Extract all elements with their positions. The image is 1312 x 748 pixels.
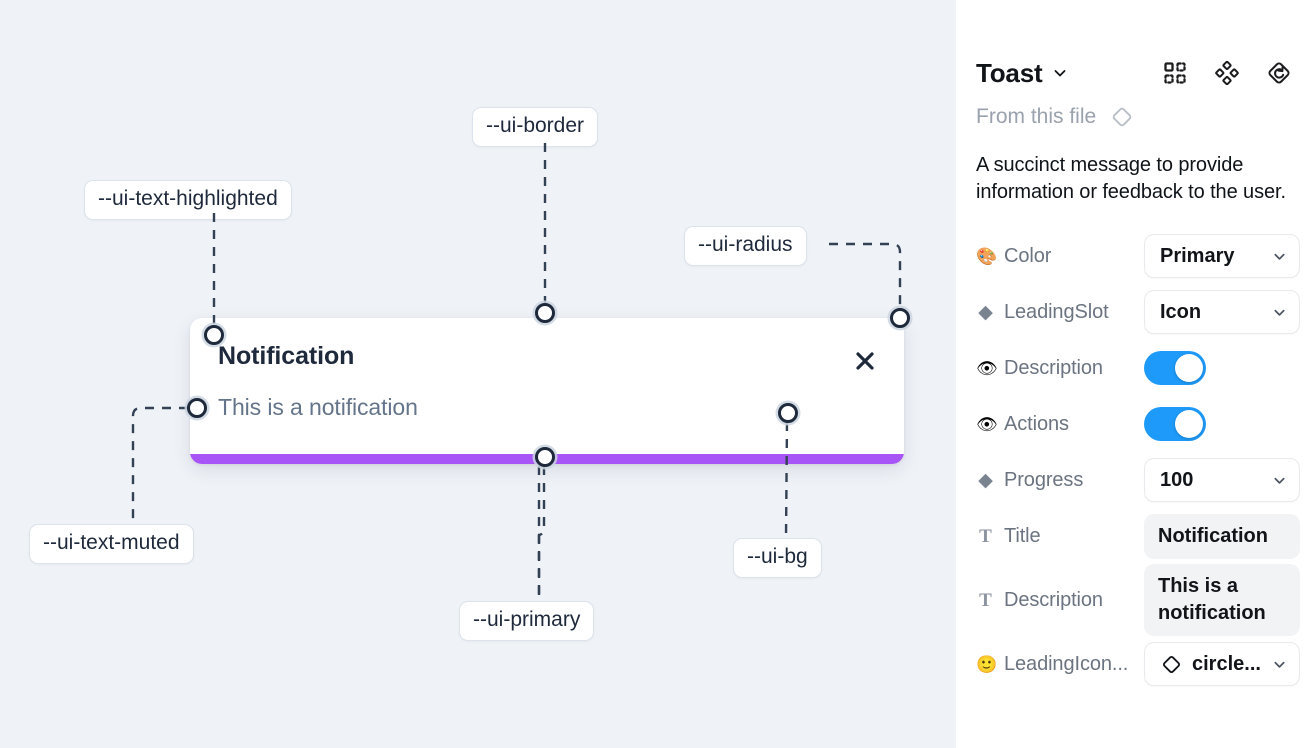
design-canvas[interactable]: Notification This is a notification --ui… bbox=[0, 0, 956, 748]
property-row-description-visible: 👁 Description bbox=[976, 340, 1292, 396]
eye-emoji-icon: 👁 bbox=[976, 358, 998, 378]
leading-icon-select[interactable]: circle... bbox=[1144, 642, 1300, 687]
annotation-node-ui-bg[interactable] bbox=[778, 403, 798, 423]
leading-icon-select-value: circle... bbox=[1192, 652, 1261, 675]
toggle-knob bbox=[1175, 354, 1203, 383]
toggle-knob bbox=[1175, 410, 1203, 439]
reset-instance-icon[interactable] bbox=[1266, 60, 1292, 86]
description-toggle[interactable] bbox=[1144, 351, 1206, 386]
progress-select-value: 100 bbox=[1160, 468, 1194, 491]
annotation-chip-ui-text-muted[interactable]: --ui-text-muted bbox=[29, 524, 194, 565]
annotation-node-ui-text-muted[interactable] bbox=[187, 398, 207, 418]
property-row-title: T Title Notification bbox=[976, 508, 1300, 564]
actions-toggle[interactable] bbox=[1144, 407, 1206, 442]
property-control: circle... bbox=[1144, 642, 1300, 687]
toast-title: Notification bbox=[218, 342, 355, 370]
property-row-leading-slot: ◆ LeadingSlot Icon bbox=[976, 284, 1300, 340]
properties-list: 🎨 Color Primary ◆ LeadingSlot bbox=[976, 228, 1300, 692]
chevron-down-icon bbox=[1272, 657, 1287, 672]
text-t-icon: T bbox=[979, 589, 992, 611]
property-row-color: 🎨 Color Primary bbox=[976, 228, 1300, 284]
property-label: LeadingSlot bbox=[1004, 300, 1109, 323]
annotation-chip-ui-text-highlighted[interactable]: --ui-text-highlighted bbox=[84, 180, 292, 221]
chevron-down-icon bbox=[1272, 473, 1287, 488]
component-description: A succinct message to provide informatio… bbox=[976, 154, 1286, 204]
eye-emoji-icon: 👁 bbox=[976, 414, 998, 434]
smiley-emoji-icon: 🙂 bbox=[976, 654, 998, 674]
chevron-down-icon bbox=[1272, 305, 1287, 320]
panel-header: Toast bbox=[976, 0, 1292, 96]
property-label: Description bbox=[1004, 356, 1103, 379]
leading-slot-select[interactable]: Icon bbox=[1144, 290, 1300, 335]
property-control bbox=[1144, 351, 1292, 386]
color-select[interactable]: Primary bbox=[1144, 234, 1300, 279]
color-select-value: Primary bbox=[1160, 244, 1235, 267]
component-grid-icon[interactable] bbox=[1162, 60, 1188, 86]
chevron-down-icon[interactable] bbox=[1052, 65, 1068, 81]
diamond-component-icon bbox=[1109, 104, 1135, 130]
property-row-actions-visible: 👁 Actions bbox=[976, 396, 1292, 452]
property-label: Title bbox=[1004, 524, 1041, 547]
variants-diamonds-icon[interactable] bbox=[1214, 60, 1240, 86]
annotation-node-ui-radius[interactable] bbox=[890, 308, 910, 328]
property-control: Notification bbox=[1144, 513, 1300, 559]
property-label-group: 🙂 LeadingIcon... bbox=[976, 653, 1144, 676]
chevron-down-icon bbox=[1272, 249, 1287, 264]
property-label: Progress bbox=[1004, 468, 1084, 491]
close-x-icon[interactable] bbox=[850, 346, 880, 376]
property-label: LeadingIcon... bbox=[1004, 652, 1129, 675]
property-row-description-text: T Description This is a notification bbox=[976, 564, 1300, 637]
diamond-icon: ◆ bbox=[978, 301, 993, 323]
properties-panel: Toast bbox=[956, 0, 1312, 748]
property-label-group: ◆ LeadingSlot bbox=[976, 301, 1144, 324]
property-label-group: 👁 Description bbox=[976, 357, 1144, 380]
property-label-group: 🎨 Color bbox=[976, 245, 1144, 268]
toast-description: This is a notification bbox=[218, 394, 418, 420]
property-row-progress: ◆ Progress 100 bbox=[976, 452, 1300, 508]
property-row-leading-icon: 🙂 LeadingIcon... circle... bbox=[976, 636, 1300, 692]
progress-select[interactable]: 100 bbox=[1144, 458, 1300, 503]
diamond-icon: ◆ bbox=[978, 469, 993, 491]
text-t-icon: T bbox=[979, 525, 992, 547]
property-label-group: ◆ Progress bbox=[976, 469, 1144, 492]
annotation-chip-ui-radius[interactable]: --ui-radius bbox=[684, 226, 807, 267]
leading-slot-select-value: Icon bbox=[1160, 300, 1202, 323]
property-control bbox=[1144, 407, 1292, 442]
palette-emoji-icon: 🎨 bbox=[976, 246, 998, 266]
annotation-node-ui-primary[interactable] bbox=[535, 447, 555, 467]
panel-title: Toast bbox=[976, 57, 1043, 88]
property-control: Primary bbox=[1144, 234, 1300, 279]
panel-header-actions bbox=[1162, 60, 1292, 86]
property-label: Description bbox=[1004, 588, 1103, 611]
annotation-node-ui-border[interactable] bbox=[535, 303, 555, 323]
property-control: 100 bbox=[1144, 458, 1300, 503]
property-label-group: T Description bbox=[976, 589, 1144, 612]
property-label: Color bbox=[1004, 244, 1052, 267]
annotation-chip-ui-primary[interactable]: --ui-primary bbox=[459, 601, 595, 642]
toast-component-preview[interactable]: Notification This is a notification bbox=[190, 318, 904, 464]
property-label-group: 👁 Actions bbox=[976, 413, 1144, 436]
property-control: This is a notification bbox=[1144, 564, 1300, 637]
diamond-component-icon bbox=[1160, 653, 1183, 676]
annotation-chip-ui-bg[interactable]: --ui-bg bbox=[733, 538, 822, 579]
from-this-file-row[interactable]: From this file bbox=[976, 104, 1292, 130]
property-control: Icon bbox=[1144, 290, 1300, 335]
description-input[interactable]: This is a notification bbox=[1144, 564, 1300, 637]
annotation-node-ui-text-highlighted[interactable] bbox=[204, 325, 224, 345]
from-this-file-label: From this file bbox=[976, 105, 1097, 128]
title-input[interactable]: Notification bbox=[1144, 513, 1300, 559]
annotation-chip-ui-border[interactable]: --ui-border bbox=[472, 107, 599, 148]
property-label-group: T Title bbox=[976, 525, 1144, 548]
property-label: Actions bbox=[1004, 412, 1069, 435]
